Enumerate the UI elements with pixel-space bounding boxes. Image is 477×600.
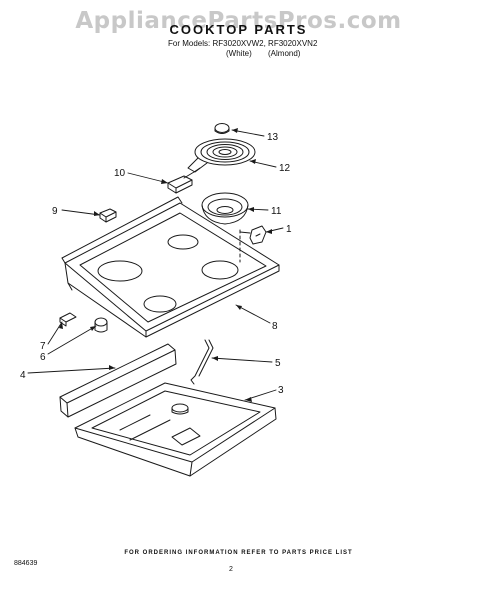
callout-8: 8 [272,321,278,332]
variant-almond: (Almond) [268,49,301,58]
callout-10: 10 [114,168,126,179]
part-13-cap [214,123,230,134]
callout-13: 13 [267,132,279,143]
callout-11: 11 [271,206,282,217]
callout-7: 7 [40,341,46,352]
model-variants: (White) (Almond) [226,49,314,58]
part-8-cooktop [61,196,280,338]
callout-12: 12 [279,163,291,174]
callout-5: 5 [275,358,281,369]
leader-lines [27,129,284,401]
page-number: 2 [229,566,233,573]
part-7-fitting [59,312,77,327]
part-3-bottom-pan [74,382,277,477]
callout-9: 9 [52,206,58,217]
ordering-note: FOR ORDERING INFORMATION REFER TO PARTS … [124,550,353,556]
callout-6: 6 [40,352,46,363]
page-title: COOKTOP PARTS [169,22,308,37]
model-numbers: For Models: RF3020XVW2, RF3020XVN2 [168,39,318,48]
document-code: 884639 [14,560,38,567]
part-9-clip [99,208,117,223]
leader-arrowheads [59,128,272,402]
part-10-terminal-block [167,167,201,194]
part-12-surface-element [187,138,256,173]
part-5-rod [190,339,214,385]
watermark: AppliancePartsPros.com [75,8,402,34]
part-11-drip-bowl [201,192,249,225]
part-1-receptacle [239,225,267,245]
part-6-knob [94,317,108,333]
part-4-front-strip [59,343,177,418]
callout-1: 1 [286,224,292,235]
callout-4: 4 [20,370,26,381]
variant-white: (White) [226,49,252,58]
callout-3: 3 [278,385,284,396]
